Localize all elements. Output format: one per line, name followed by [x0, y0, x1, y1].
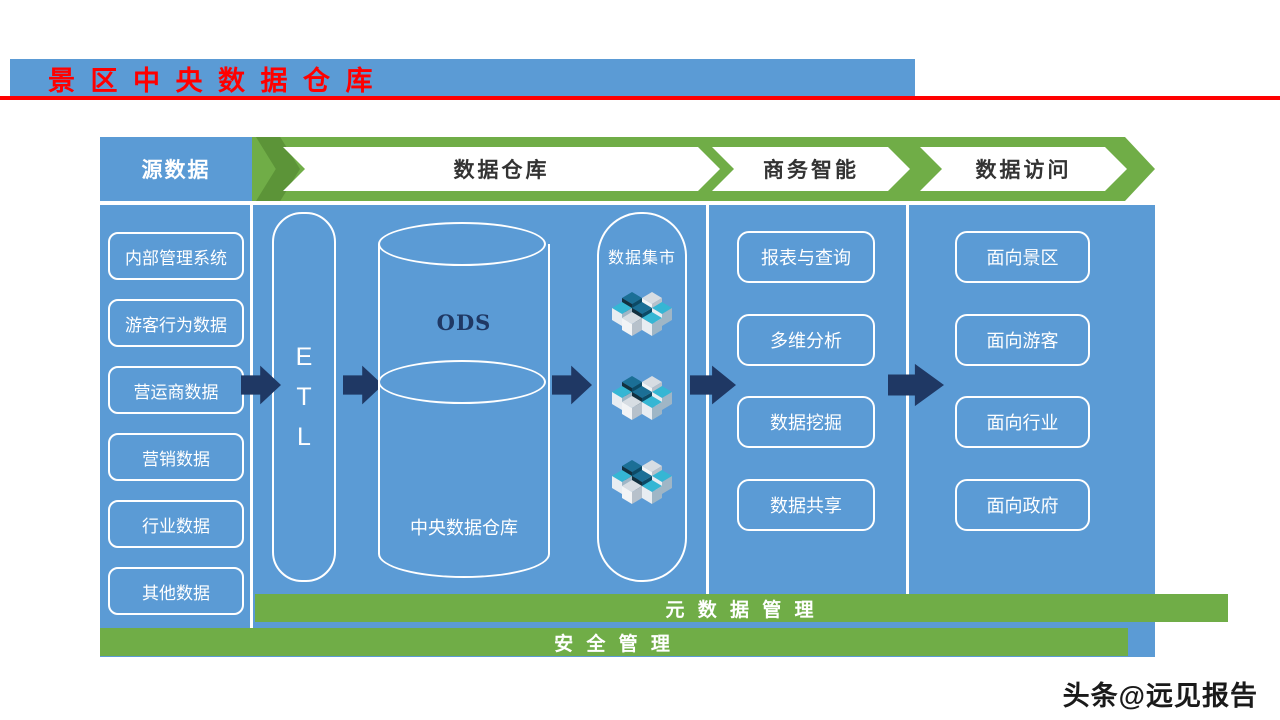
bi-box-label: 多维分析 — [770, 331, 842, 351]
source-box-label: 其他数据 — [142, 583, 210, 603]
security-management-label: 安 全 管 理 — [554, 633, 674, 655]
source-box-label: 游客行为数据 — [125, 315, 227, 335]
data-mart-label: 数据集市 — [607, 250, 676, 267]
stage-data-access-label: 数据访问 — [975, 159, 1072, 182]
title-underline — [0, 96, 1280, 100]
bi-box-data-sharing: 数据共享 — [737, 479, 875, 531]
central-warehouse-cylinder: 中央数据仓库 — [378, 382, 550, 578]
source-box-tourist-behavior: 游客行为数据 — [108, 299, 244, 347]
access-box-label: 面向政府 — [986, 496, 1059, 516]
source-box-other-data: 其他数据 — [108, 567, 244, 615]
title-banner: 景 区 中 央 数 据 仓 库 — [10, 59, 915, 97]
source-box-marketing-data: 营销数据 — [108, 433, 244, 481]
flow-arrow-icon — [888, 363, 944, 407]
data-cube-icon — [612, 376, 672, 424]
metadata-management-label: 元 数 据 管 理 — [665, 599, 818, 621]
access-box-label: 面向景区 — [986, 248, 1059, 268]
stage-business-intelligence: 商务智能 — [712, 147, 910, 191]
access-box-industry: 面向行业 — [955, 396, 1090, 448]
metadata-management-bar: 元 数 据 管 理 — [255, 594, 1228, 622]
central-warehouse-label: 中央数据仓库 — [410, 518, 518, 538]
source-box-label: 营运商数据 — [133, 382, 219, 402]
source-box-label: 营销数据 — [142, 449, 210, 469]
page-title: 景 区 中 央 数 据 仓 库 — [48, 65, 377, 96]
flow-arrow-icon — [690, 365, 736, 405]
divider-access — [906, 205, 909, 594]
source-box-operator-data: 营运商数据 — [108, 366, 244, 414]
access-box-government: 面向政府 — [955, 479, 1090, 531]
etl-label: E T L — [295, 343, 313, 451]
bi-box-label: 数据共享 — [770, 496, 842, 516]
security-management-bar: 安 全 管 理 — [100, 628, 1128, 656]
flow-arrow-icon — [552, 365, 592, 405]
stage-source-data: 源数据 — [100, 137, 252, 201]
source-box-label: 内部管理系统 — [125, 248, 227, 268]
access-box-label: 面向行业 — [986, 413, 1059, 433]
ods-cylinder-top — [378, 222, 546, 266]
source-box-internal-mgmt: 内部管理系统 — [108, 232, 244, 280]
warehouse-cylinders: ODS 中央数据仓库 — [378, 222, 550, 582]
etl-box: E T L — [272, 212, 336, 582]
stage-data-access: 数据访问 — [920, 147, 1127, 191]
access-box-tourists: 面向游客 — [955, 314, 1090, 366]
bi-box-label: 报表与查询 — [761, 248, 851, 268]
bi-box-data-mining: 数据挖掘 — [737, 396, 875, 448]
data-cube-icon — [612, 292, 672, 340]
bi-box-olap-analysis: 多维分析 — [737, 314, 875, 366]
data-mart-column: 数据集市 — [597, 212, 687, 582]
bi-box-reports-query: 报表与查询 — [737, 231, 875, 283]
access-box-scenic-area: 面向景区 — [955, 231, 1090, 283]
central-warehouse-cylinder-top — [378, 360, 546, 404]
source-box-industry-data: 行业数据 — [108, 500, 244, 548]
chevron-right-icon — [256, 137, 300, 201]
diagram-body: 内部管理系统 游客行为数据 营运商数据 营销数据 行业数据 其他数据 E T L… — [100, 205, 1228, 657]
stage-data-warehouse: 数据仓库 — [283, 147, 720, 191]
source-box-label: 行业数据 — [142, 516, 210, 536]
divider-bi — [706, 205, 709, 594]
pipeline-header: 源数据 数据仓库 商务智能 数据访问 — [100, 137, 1155, 201]
bi-box-label: 数据挖掘 — [770, 413, 842, 433]
ods-label: ODS — [436, 309, 492, 335]
flow-arrow-icon — [343, 365, 383, 405]
stage-data-warehouse-label: 数据仓库 — [453, 159, 550, 182]
divider-sources — [250, 205, 253, 628]
stage-business-intelligence-label: 商务智能 — [763, 159, 859, 182]
watermark: 头条@远见报告 — [1062, 681, 1258, 711]
stage-source-data-label: 源数据 — [141, 159, 211, 182]
data-cube-icon — [612, 460, 672, 508]
ods-cylinder: ODS — [378, 244, 550, 382]
access-box-label: 面向游客 — [986, 331, 1059, 351]
